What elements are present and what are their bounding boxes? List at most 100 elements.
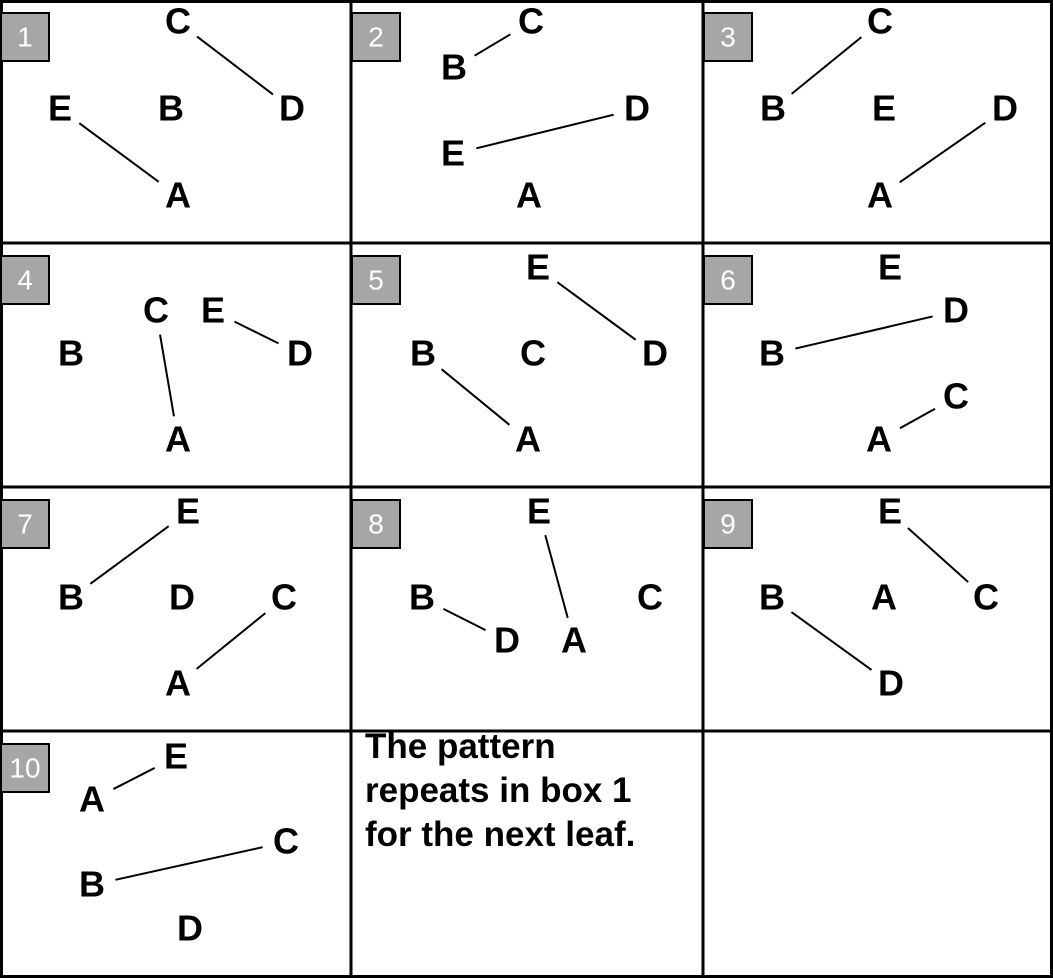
node-e: E [48,88,72,129]
edge-a-c [196,612,266,670]
note-line-2: repeats in box 1 [365,771,631,810]
note-line-3: for the next leaf. [365,815,635,854]
panel-number-box [0,255,50,305]
node-d: D [287,333,313,374]
panel-number: 8 [368,508,384,539]
node-e: E [527,491,551,532]
node-c: C [943,376,969,417]
node-e: E [164,736,188,777]
panel-number-box [351,12,401,62]
edge-e-d [476,113,614,150]
edge-b-e [89,525,170,585]
node-e: E [201,290,225,331]
panel-number: 7 [17,508,33,539]
node-e: E [872,88,896,129]
panel-number: 5 [368,264,384,295]
edge-e-d [556,281,637,341]
node-b: B [58,333,84,374]
node-d: D [169,577,195,618]
node-e: E [878,491,902,532]
panel-number-box [351,255,401,305]
node-b: B [759,577,785,618]
node-d: D [992,88,1018,129]
panel-10: A B C D E 10 [0,736,299,949]
node-e: E [526,247,550,288]
node-e: E [878,247,902,288]
node-b: B [759,333,785,374]
node-a: A [561,620,587,661]
edge-b-c [115,846,263,881]
edge-b-c [474,33,511,57]
node-a: A [871,577,897,618]
node-c: C [165,1,191,42]
node-b: B [409,577,435,618]
edge-e-a [544,534,569,619]
node-d: D [624,88,650,129]
node-c: C [637,577,663,618]
node-b: B [79,864,105,905]
panel-number: 3 [720,21,736,52]
node-d: D [494,620,520,661]
panel-number: 4 [17,264,33,295]
panel-6: A B C DE 6 [703,247,969,460]
node-d: D [642,333,668,374]
node-d: D [177,908,203,949]
node-d: D [279,88,305,129]
panel-number-box [0,12,50,62]
node-c: C [273,821,299,862]
node-c: C [867,1,893,42]
node-a: A [866,419,892,460]
node-c: C [143,290,169,331]
edge-e-d [234,320,279,345]
node-d: D [943,290,969,331]
node-a: A [165,663,191,704]
node-d: D [878,663,904,704]
node-e: E [176,491,200,532]
note-line-1: The pattern [365,727,556,766]
edge-e-a [78,122,160,183]
node-e: E [441,133,465,174]
edge-a-e [112,767,156,790]
panel-number: 1 [17,21,33,52]
node-a: A [165,419,191,460]
edge-b-d [795,315,933,350]
panel-number-box [0,743,50,793]
node-a: A [867,175,893,216]
node-b: B [760,88,786,129]
node-b: B [441,47,467,88]
node-b: B [58,577,84,618]
panel-number-box [351,499,401,549]
edge-a-d [899,121,986,184]
panel-number: 10 [9,752,40,783]
node-a: A [515,419,541,460]
panel-number-box [703,499,753,549]
edge-c-d [196,35,274,96]
node-a: A [79,779,105,820]
edge-b-d [442,607,487,632]
panel-4: A B C D E 4 [0,255,313,460]
note-panel: The pattern repeats in box 1 for the nex… [365,727,635,854]
panel-number-box [703,255,753,305]
edge-b-c [790,36,863,95]
edge-b-a [440,368,511,426]
panel-8: A B C D E 8 [351,491,663,661]
edge-b-d [790,611,873,671]
panel-number: 2 [368,21,384,52]
node-a: A [516,175,542,216]
panel-number: 6 [720,264,736,295]
panel-7: A B C D E 7 [0,491,297,704]
panel-3: A B C D E 3 [703,1,1018,216]
node-a: A [165,175,191,216]
edge-e-c [907,527,969,583]
node-c: C [973,577,999,618]
node-c: C [271,577,297,618]
panel-number-box [0,499,50,549]
